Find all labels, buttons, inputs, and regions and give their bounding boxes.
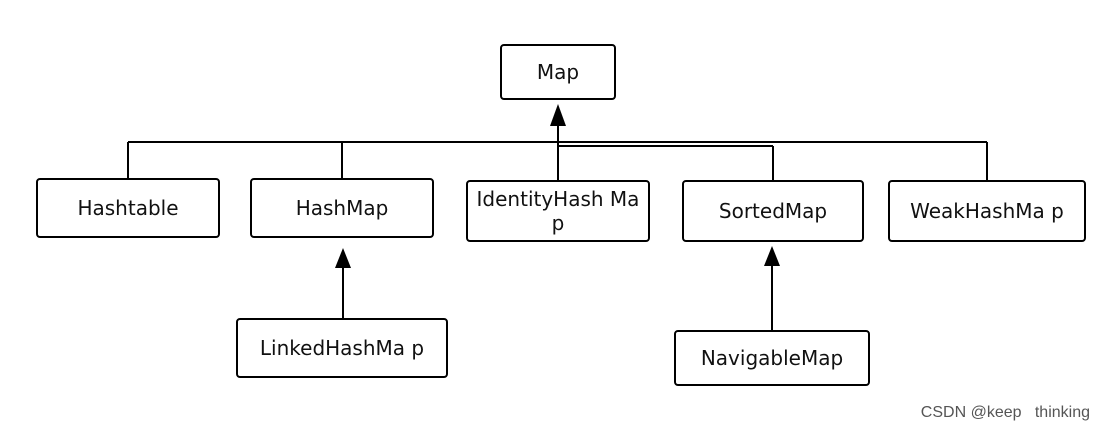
node-identityhashmap: IdentityHash Map [466, 180, 650, 242]
node-hashmap: HashMap [250, 178, 434, 238]
arrowhead-hashmap [335, 248, 351, 268]
node-navigablemap: NavigableMap [674, 330, 870, 386]
arrowhead-map [550, 104, 566, 126]
node-weakhashmap: WeakHashMa p [888, 180, 1086, 242]
node-map: Map [500, 44, 616, 100]
node-hashtable: Hashtable [36, 178, 220, 238]
watermark-text: CSDN @keep thinking [920, 404, 1090, 421]
arrowhead-sortedmap [764, 246, 780, 266]
node-sortedmap: SortedMap [682, 180, 864, 242]
node-linkedhashmap: LinkedHashMa p [236, 318, 448, 378]
